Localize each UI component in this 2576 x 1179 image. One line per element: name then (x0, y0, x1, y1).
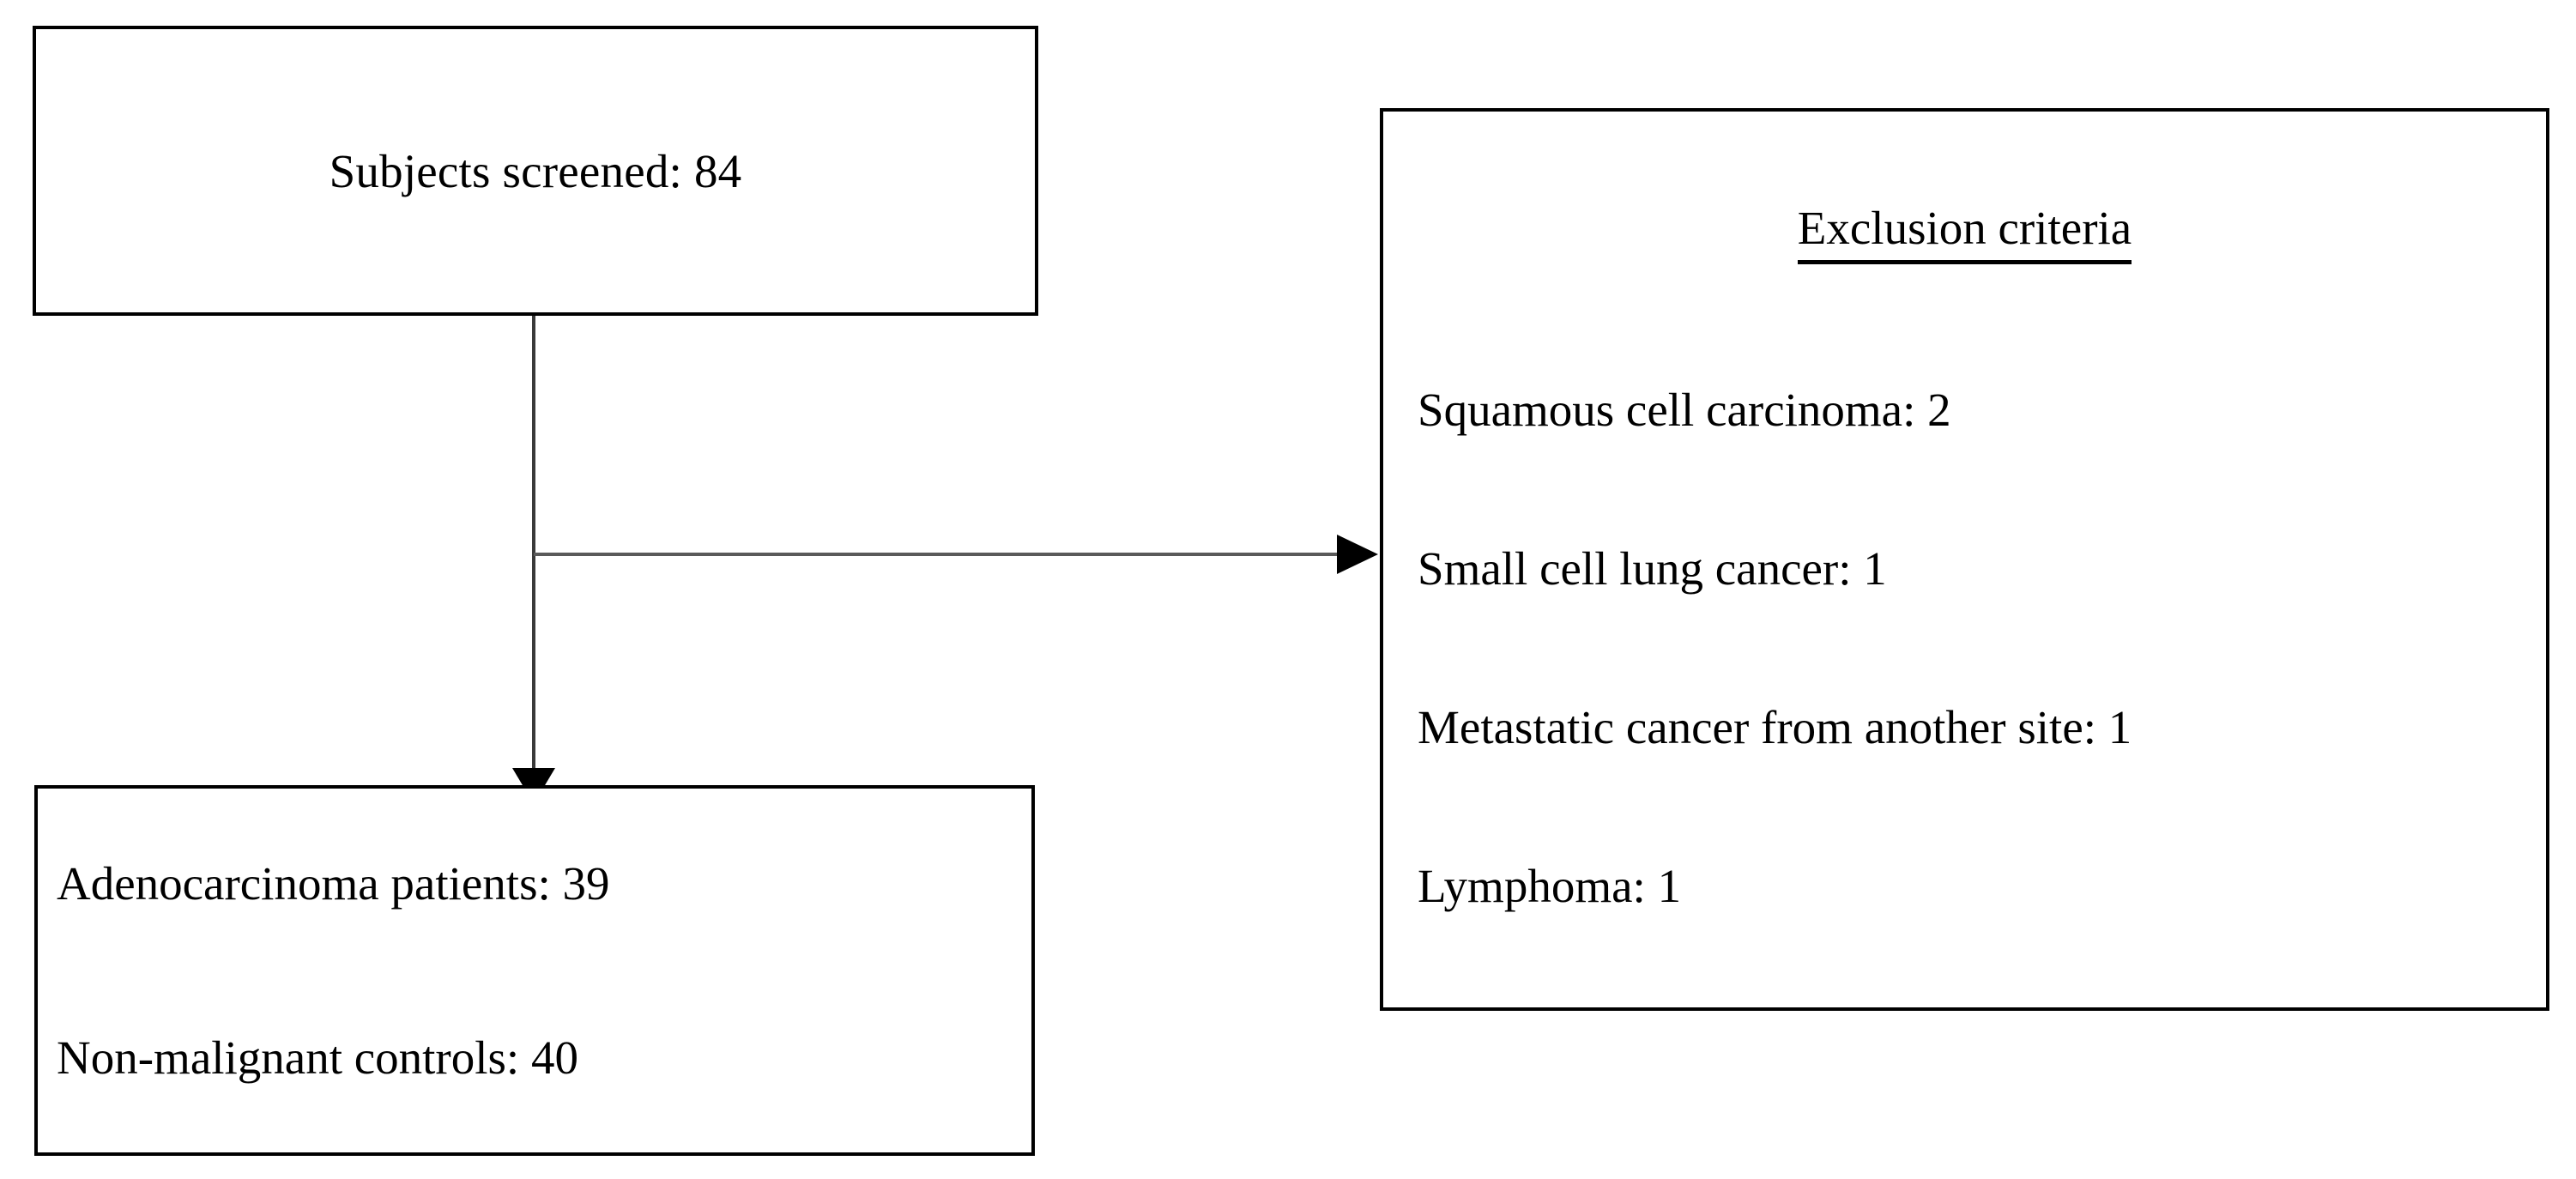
exclusion-item-lymphoma: Lymphoma: 1 (1418, 860, 1682, 912)
exclusion-title-wrapper: Exclusion criteria (1383, 204, 2546, 264)
exclusion-item-squamous-cell-carcinoma: Squamous cell carcinoma: 2 (1418, 384, 1951, 436)
cohort-line-non-malignant: Non-malignant controls: 40 (57, 1031, 578, 1084)
right-arrowhead-icon (1337, 535, 1378, 574)
screened-box: Subjects screened: 84 (33, 26, 1038, 316)
exclusion-item-small-cell-lung-cancer: Small cell lung cancer: 1 (1418, 542, 1887, 595)
screened-label: Subjects screened: 84 (329, 144, 742, 197)
cohorts-box: Adenocarcinoma patients: 39 Non-malignan… (34, 785, 1035, 1156)
vertical-connector-line (532, 316, 535, 786)
horizontal-connector-line (534, 553, 1340, 556)
exclusion-criteria-box: Exclusion criteria Squamous cell carcino… (1380, 108, 2549, 1011)
exclusion-item-metastatic-cancer: Metastatic cancer from another site: 1 (1418, 701, 2132, 753)
exclusion-title: Exclusion criteria (1797, 204, 2132, 264)
cohort-line-adenocarcinoma: Adenocarcinoma patients: 39 (57, 857, 610, 910)
exclusion-item-list: Squamous cell carcinoma: 2 Small cell lu… (1418, 386, 2537, 910)
